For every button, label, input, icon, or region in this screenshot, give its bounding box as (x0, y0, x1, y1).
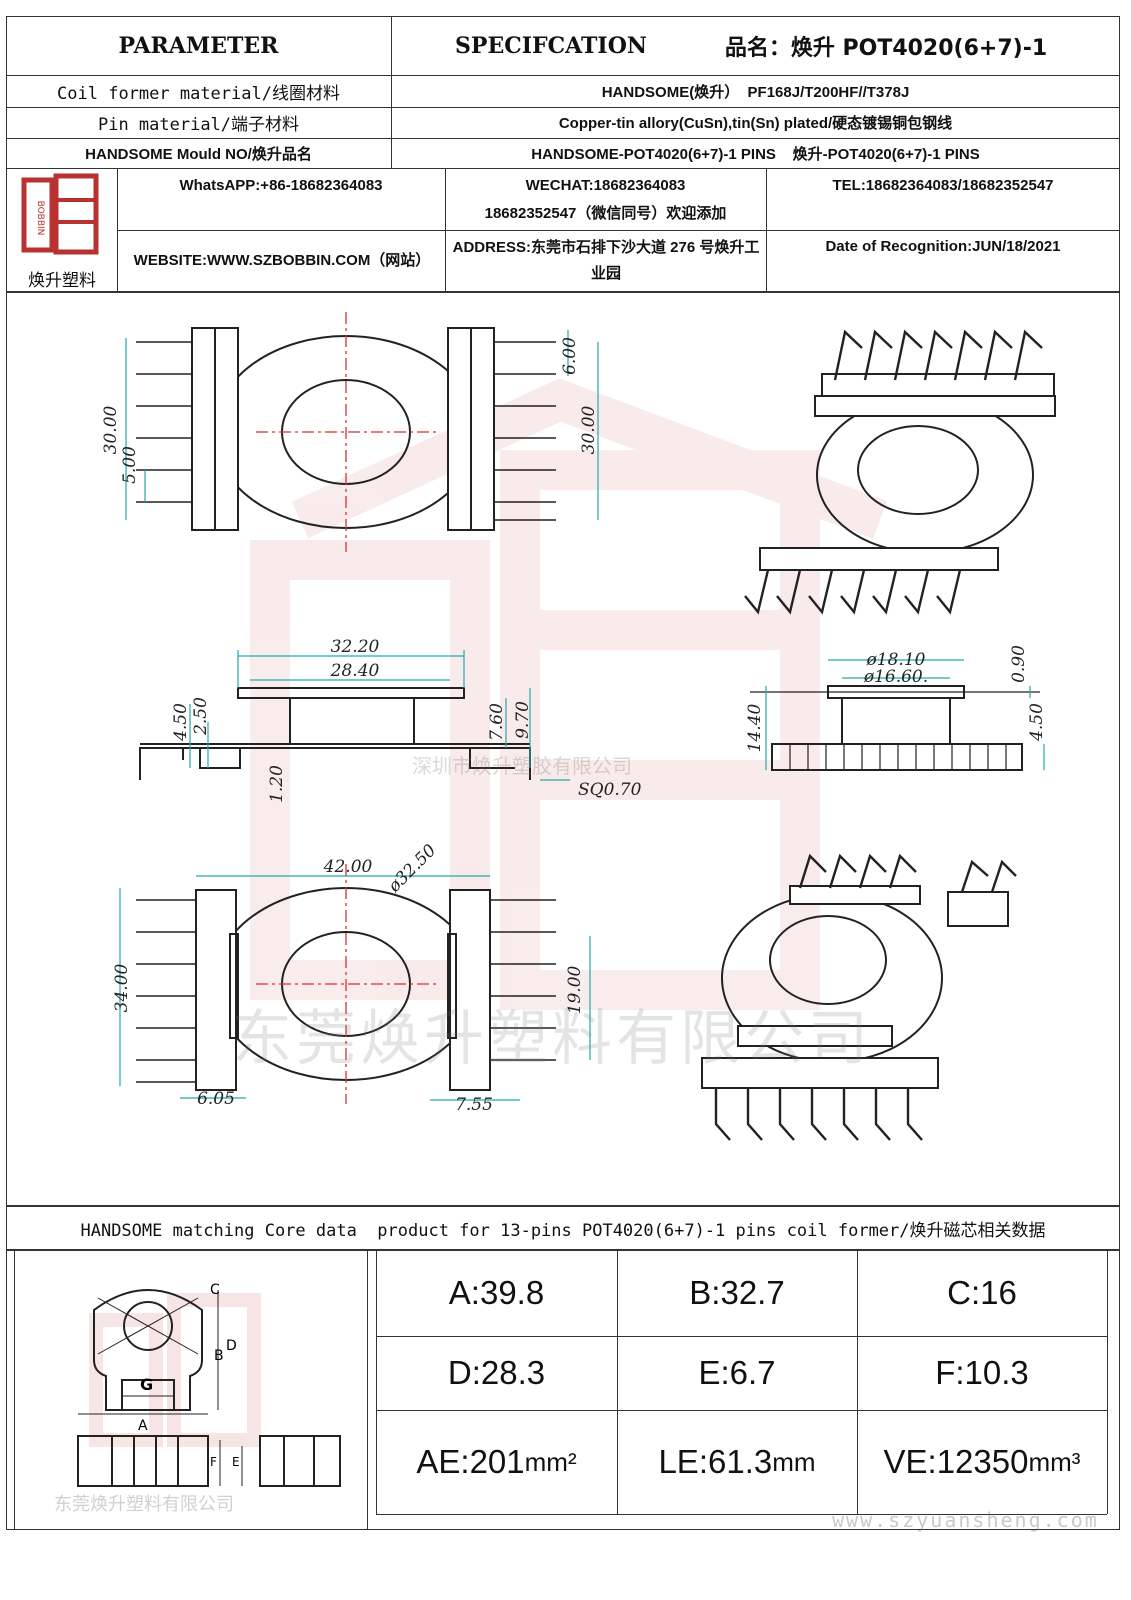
footer-url: www.szyuansheng.com (832, 1508, 1099, 1532)
mould-no-value: HANDSOME-POT4020(6+7)-1 PINS 焕升-POT4020(… (531, 145, 980, 163)
address: ADDRESS:东莞市石排下沙大道 276 号焕升工业园 (452, 239, 760, 282)
dim-0-90: 0.90 (1009, 645, 1029, 683)
isometric-view-2 (701, 853, 1017, 1141)
core-d: D:28.3 (447, 1354, 546, 1391)
dim-1-20: 1.20 (267, 765, 287, 803)
spec-table (6, 16, 1120, 292)
core-e: E:6.7 (698, 1354, 776, 1391)
core-data-title: HANDSOME matching Core data product for … (80, 1220, 1046, 1241)
wechat-line1: WECHAT:18682364083 (525, 177, 686, 194)
core-diagram: C D B G A F E 东莞焕升塑料有限公司 (54, 1282, 341, 1515)
pin-material-label: Pin material/端子材料 (97, 115, 300, 135)
coil-material-value: HANDSOME(焕升） PF168J/T200HF//T378J (601, 83, 910, 101)
telephone: TEL:18682364083/18682352547 (832, 176, 1054, 194)
dim-7-60: 7.60 (487, 703, 507, 741)
core-ae-value: AE:201 (416, 1443, 525, 1480)
core-a: A:39.8 (448, 1274, 545, 1311)
core-f: F:10.3 (935, 1354, 1029, 1391)
mould-no-label: HANDSOME Mould NO/焕升品名 (85, 145, 312, 163)
dim-phi-32-50: ø32.50 (384, 840, 441, 897)
label-f: F (210, 1455, 217, 1469)
isometric-view-1 (744, 329, 1056, 615)
side-view-drawing (139, 687, 531, 780)
label-e: E (232, 1455, 240, 1469)
dim-42: 42.00 (323, 857, 373, 877)
core-c: C:16 (947, 1274, 1017, 1311)
logo-caption: 焕升塑料 (28, 271, 96, 291)
core-ve-value: VE:12350 (883, 1443, 1029, 1480)
drawing-area (6, 292, 1120, 1206)
pin-material-value: Copper-tin allory(CuSn),tin(Sn) plated/硬… (558, 115, 953, 132)
dim-7-55: 7.55 (455, 1095, 493, 1115)
dim-5: 5.00 (120, 446, 140, 484)
core-le-unit: mm (772, 1446, 816, 1477)
dim-4-50-end: 4.50 (1027, 703, 1047, 742)
core-b: B:32.7 (689, 1274, 785, 1311)
watermark-small: 深圳市焕升塑胶有限公司 (412, 754, 632, 778)
dim-4-50: 4.50 (171, 703, 191, 742)
product-name-label: 品名：焕升 POT4020(6+7)-1 (724, 35, 1048, 61)
label-b: B (214, 1348, 224, 1364)
dim-6-05: 6.05 (197, 1089, 235, 1109)
dim-2-50: 2.50 (191, 697, 211, 736)
coil-material-label: Coil former material/线圈材料 (57, 83, 340, 104)
dim-30-left: 30.00 (101, 405, 121, 454)
whatsapp: WhatsAPP:+86-18682364083 (179, 176, 383, 194)
recognition-date: Date of Recognition:JUN/18/2021 (825, 237, 1061, 255)
core-section (6, 1250, 1120, 1530)
core-ve-unit: mm³ (1028, 1446, 1081, 1477)
dim-34: 34.00 (112, 963, 132, 1012)
dim-sq: SQ0.70 (578, 780, 642, 800)
company-logo: BOBBIN 焕升塑料 (12, 172, 112, 291)
label-g: G (140, 1375, 153, 1394)
dim-32-20: 32.20 (331, 637, 380, 657)
dim-phi-16-60: ø16.60. (863, 667, 928, 687)
bottom-view-drawing (136, 887, 556, 1091)
label-d: D (226, 1338, 237, 1354)
parameter-header: PARAMETER (118, 32, 279, 59)
label-c: C (210, 1282, 220, 1298)
logo-mark-text: BOBBIN (35, 201, 45, 236)
website: WEBSITE:WWW.SZBOBBIN.COM（网站） (133, 252, 431, 269)
technical-drawing: 30.00 5.00 6.00 30.00 (101, 312, 1056, 1141)
core-le-value: LE:61.3 (658, 1443, 773, 1480)
watermark-large: 东莞焕升塑料有限公司 (232, 1004, 872, 1074)
label-a: A (138, 1418, 148, 1434)
dim-28-40: 28.40 (330, 661, 380, 681)
top-view-drawing (136, 327, 556, 531)
dim-19: 19.00 (565, 965, 585, 1014)
core-ae-unit: mm² (524, 1446, 577, 1477)
dim-30-right: 30.00 (579, 405, 599, 454)
dim-6: 6.00 (560, 337, 580, 375)
core-title-bar (6, 1206, 1120, 1250)
wechat-line2: 18682352547（微信同号）欢迎添加 (484, 205, 727, 222)
dim-phi-18-10: ø18.10 (866, 650, 926, 670)
dim-9-70: 9.70 (513, 701, 533, 739)
end-view-drawing (750, 685, 1040, 771)
core-watermark: 东莞焕升塑料有限公司 (54, 1494, 234, 1515)
dim-14-40: 14.40 (745, 703, 765, 752)
specification-header: SPECIFCATION (455, 32, 647, 59)
wechat: WECHAT:18682364083 18682352547（微信同号）欢迎添加 (445, 172, 766, 228)
